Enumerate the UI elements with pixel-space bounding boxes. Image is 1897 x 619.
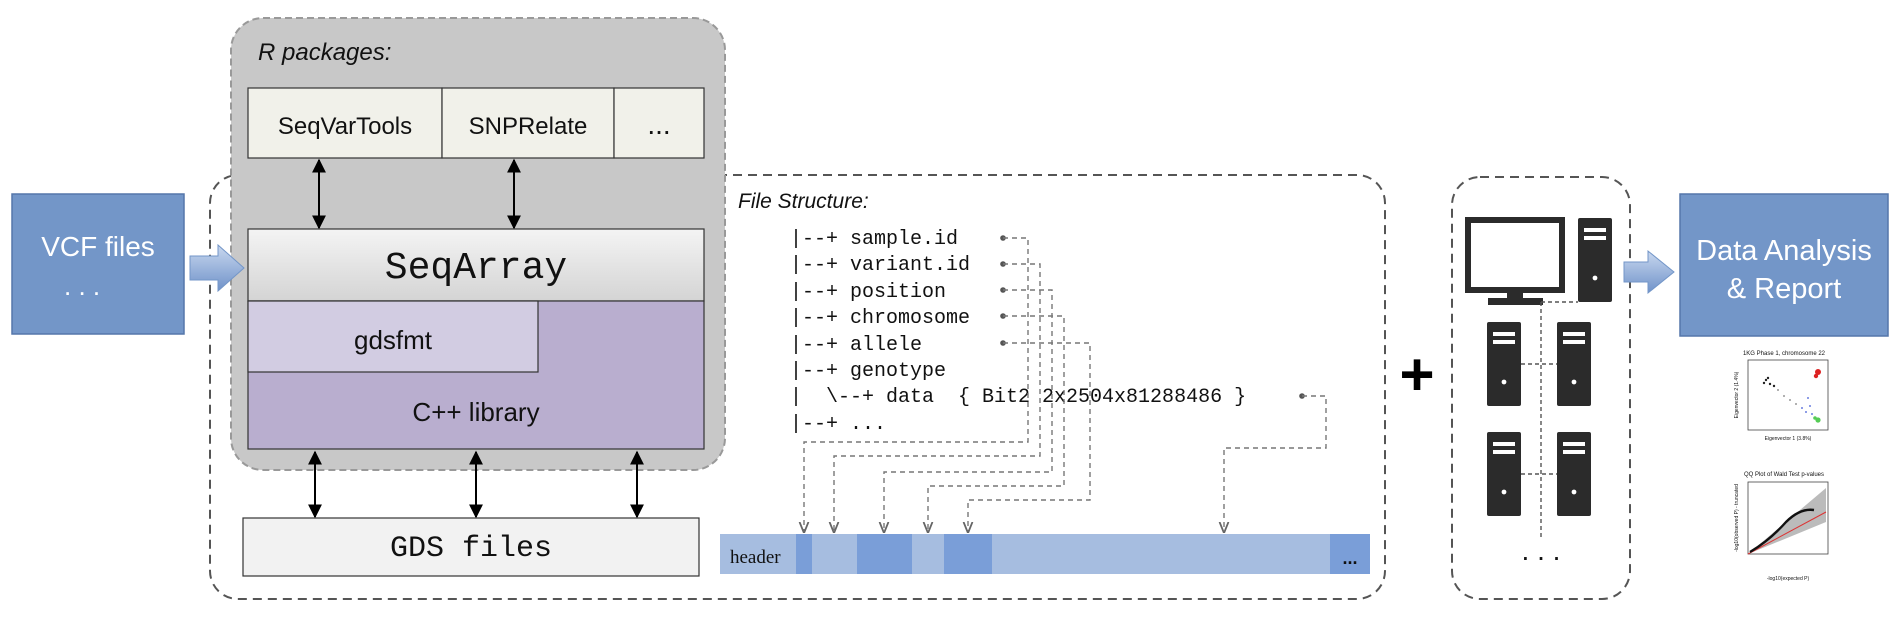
gds-files-label: GDS files [390, 532, 552, 566]
r-packages-heading: R packages: [258, 39, 391, 66]
monitor-icon [1465, 217, 1565, 305]
vcf-files-title: VCF files [41, 231, 155, 262]
pca-ylabel: Eigenvector 2 (1.4%) [1734, 371, 1740, 418]
workflow-container [209, 174, 1386, 600]
pca-plot-thumbnail: 1KG Phase 1, chromosome 22 Eigenvector 1… [1734, 351, 1829, 442]
layout-header-label: header [730, 547, 781, 568]
qq-xlabel: -log10(expected P) [1767, 576, 1810, 582]
qq-plot-thumbnail: QQ Plot of Wald Test p-values -log10(exp… [1734, 472, 1829, 582]
tree-line-more: |--+ ... [790, 413, 886, 436]
file-structure-heading: File Structure: [738, 190, 869, 213]
vcf-files-box [11, 193, 185, 335]
network-lines [1521, 301, 1578, 540]
server-icon [1487, 322, 1521, 406]
package-label-snprelate: SNPRelate [469, 113, 588, 140]
tree-line-chromosome: |--+ chromosome [790, 307, 970, 330]
tree-line-allele: |--+ allele [790, 334, 922, 357]
qq-points [1749, 508, 1815, 554]
combine-plus-symbol: + [1399, 341, 1434, 408]
pca-title: 1KG Phase 1, chromosome 22 [1743, 351, 1826, 357]
layout-segment-allele [944, 534, 992, 574]
server-icon [1557, 322, 1591, 406]
file-byte-layout: header ... [720, 534, 1370, 574]
layout-segment-position [857, 534, 912, 574]
pca-points [1762, 369, 1821, 423]
compute-ellipsis: . . . [1522, 535, 1561, 566]
tree-line-genotype: |--+ genotype [790, 360, 946, 383]
layout-segment-end [1330, 534, 1370, 574]
package-box-seqvartools [247, 87, 443, 159]
data-analysis-title-line2: & Report [1727, 273, 1841, 305]
tree-line-genotype-data: | \--+ data { Bit2 2x2504x81288486 } [790, 386, 1246, 409]
server-icon [1487, 432, 1521, 516]
package-label-seqvartools: SeqVarTools [278, 113, 412, 140]
tree-line-sample-id: |--+ sample.id [790, 228, 958, 251]
package-box-more [613, 87, 705, 159]
gdsfmt-box [247, 300, 539, 373]
server-icon [1578, 218, 1612, 302]
layout-end-label: ... [1342, 548, 1357, 568]
pca-xlabel: Eigenvector 1 (3.8%) [1765, 436, 1812, 442]
layout-bar-base [720, 534, 1370, 574]
qq-title: QQ Plot of Wald Test p-values [1744, 472, 1824, 478]
gdsfmt-label: gdsfmt [354, 325, 433, 355]
gds-files-box [242, 517, 700, 577]
tree-line-variant-id: |--+ variant.id [790, 254, 970, 277]
file-structure-tree: |--+ sample.id |--+ variant.id |--+ posi… [790, 228, 1246, 436]
seqarray-label: SeqArray [385, 247, 567, 290]
seqarray-box [247, 228, 705, 302]
compute-icons: . . . [1465, 217, 1612, 566]
layout-segment-sample-id [796, 534, 812, 574]
compute-to-output-arrow [1623, 249, 1675, 295]
cpp-library-label: C++ library [412, 397, 539, 427]
tree-connectors [804, 235, 1327, 532]
vcf-to-seqarray-arrow [189, 243, 245, 293]
qq-reference-line [1747, 511, 1827, 555]
server-icon [1557, 432, 1591, 516]
data-analysis-box [1679, 193, 1889, 337]
data-analysis-title-line1: Data Analysis [1696, 235, 1872, 267]
vcf-files-ellipsis: . . . [64, 271, 100, 301]
qq-ylabel: -log10(observed P) - truncated [1734, 484, 1740, 552]
package-label-more: ... [647, 109, 670, 140]
tree-line-position: |--+ position [790, 281, 946, 304]
